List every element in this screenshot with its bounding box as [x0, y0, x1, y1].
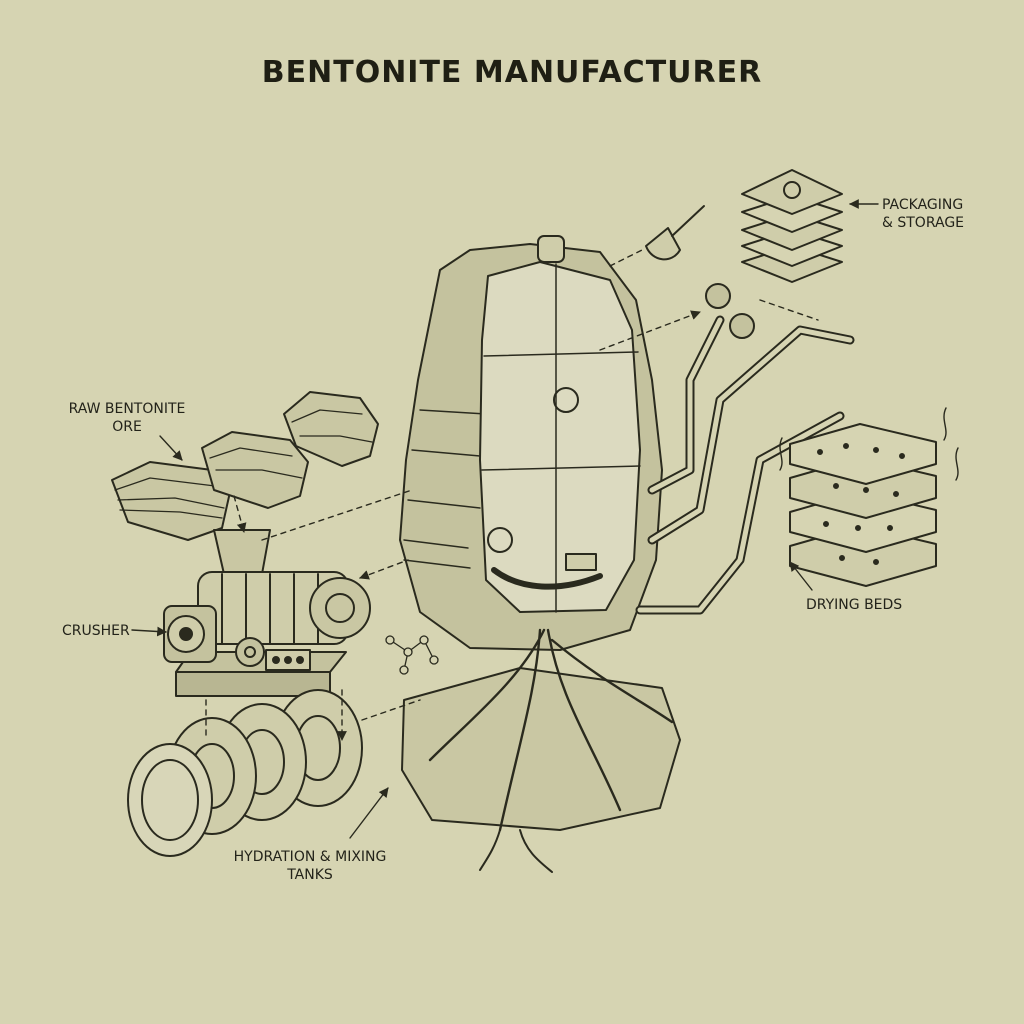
pipes-inner: [637, 317, 853, 613]
drying-beds: [779, 407, 959, 587]
packaging-label: PACKAGING & STORAGE: [882, 196, 964, 232]
ore-rock-2: [201, 431, 309, 509]
crusher-machine: [163, 529, 371, 697]
hydration-label-line2: TANKS: [287, 867, 333, 883]
crusher-label: CRUSHER: [62, 623, 130, 639]
packaging-label-line1: PACKAGING: [882, 197, 964, 213]
diagram-title: BENTONITE MANUFACTURER: [261, 55, 763, 90]
flow-lines: [205, 249, 819, 741]
raw-ore-label: RAW BENTONITE ORE: [52, 400, 202, 436]
raw-ore-label-line2: ORE: [112, 419, 142, 435]
molecule-icon: [385, 635, 439, 675]
ore-rock-1: [111, 461, 231, 541]
raw-ore-label-line1: RAW BENTONITE: [68, 401, 186, 417]
ore-rock-3: [283, 391, 379, 467]
hydration-label: HYDRATION & MIXING TANKS: [210, 848, 410, 884]
hydration-tanks: [127, 689, 363, 857]
label-arrows: [131, 199, 879, 839]
packaging-bags: [741, 169, 843, 283]
central-plant: [399, 235, 663, 651]
pipe-valves: [705, 283, 755, 339]
packaging-label-line2: & STORAGE: [882, 215, 965, 231]
hydration-label-line1: HYDRATION & MIXING: [233, 849, 387, 865]
root-base: [401, 628, 681, 873]
raw-ore-rocks: [111, 391, 379, 541]
drying-label: DRYING BEDS: [806, 597, 903, 613]
scoop-icon: [645, 205, 705, 261]
